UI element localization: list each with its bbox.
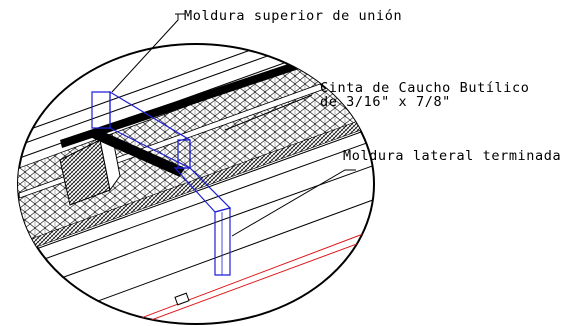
leaders <box>111 13 356 237</box>
panel-section <box>18 44 374 324</box>
top-molding-label: Moldura superior de unión <box>184 8 402 24</box>
tape-label-line1: Cinta de Caucho Butílico <box>320 80 529 96</box>
side-molding <box>173 167 232 276</box>
tape-label-line2: de 3/16" x 7/8" <box>320 94 451 110</box>
side-molding-label: Moldura lateral terminada <box>343 148 561 164</box>
